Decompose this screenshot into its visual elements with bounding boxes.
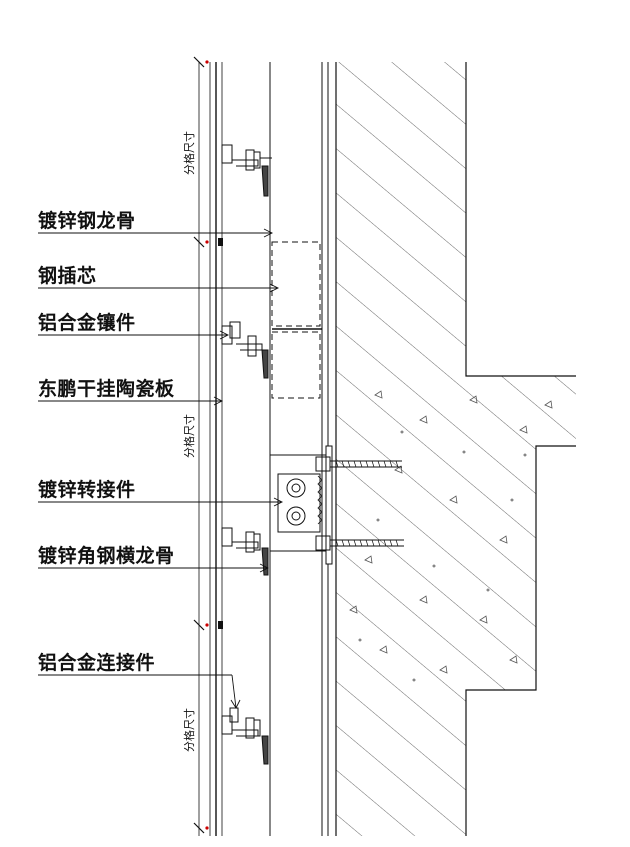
joint-markers: [218, 238, 223, 629]
label-ceramic-panel: 东鹏干挂陶瓷板: [38, 378, 175, 400]
label-galv-steel-keel: 镀锌钢龙骨: [38, 210, 136, 232]
dimension-ticks: [193, 56, 205, 834]
label-al-alloy-connector: 铝合金连接件: [38, 652, 156, 674]
label-galv-adapter: 镀锌转接件: [38, 479, 136, 501]
label-galv-angle-keel: 镀锌角钢横龙骨: [38, 545, 175, 567]
label-al-alloy-insert: 铝合金镶件: [38, 312, 136, 334]
label-steel-core: 钢插芯: [38, 265, 97, 287]
bracket-assembly-top: [221, 144, 272, 197]
galvanized-adapter-assembly: [269, 445, 404, 565]
anchor-bolt-lower: [315, 535, 404, 551]
bracket-assembly-mid: [221, 321, 269, 379]
dimension-text-mid: 分格尺寸: [183, 414, 196, 458]
anchor-bolt-upper: [315, 456, 402, 472]
steel-core-insert: [271, 241, 321, 399]
leader-lines: [38, 228, 284, 709]
dimension-text-top: 分格尺寸: [183, 131, 196, 175]
concrete-aggregate-marks: [349, 390, 553, 682]
dimension-text-bottom: 分格尺寸: [183, 708, 196, 752]
concrete-wall-section: [335, 62, 576, 836]
bracket-assembly-bottom: [221, 707, 269, 765]
dimension-markers: [205, 60, 209, 830]
